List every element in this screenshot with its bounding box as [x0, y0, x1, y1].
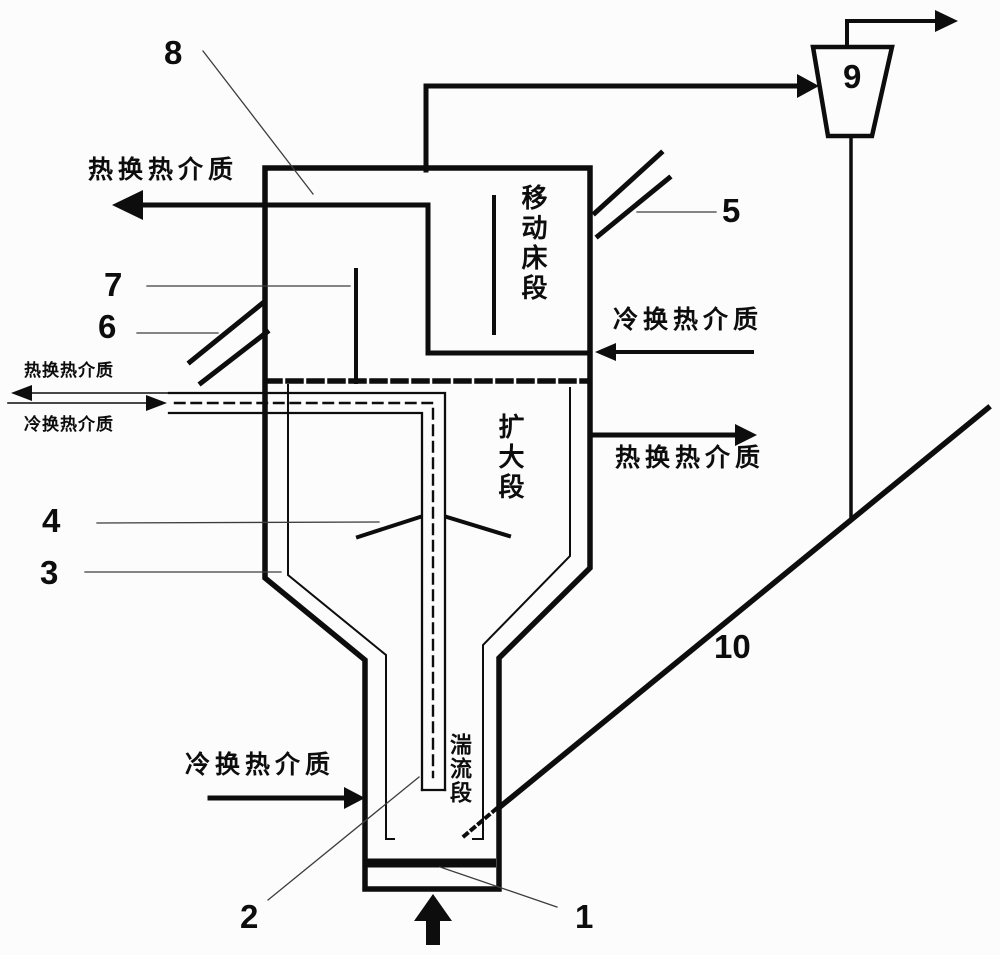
inner-jacket-wall-left — [287, 384, 395, 840]
vessel-shell-outline — [262, 165, 593, 892]
label-9: 9 — [843, 58, 862, 95]
inclined-tube-6-a — [186, 298, 268, 366]
label-7: 7 — [104, 266, 123, 303]
cyclone-gas-outlet-pipe — [845, 19, 938, 49]
riser-pipe — [423, 83, 801, 173]
center-feed-tube-bottom-wall — [167, 411, 424, 792]
flow-label-cold-in-right: 冷换热介质 — [613, 306, 764, 334]
inner-jacket-wall-right — [472, 387, 571, 840]
bottom-feed-arrow — [414, 894, 452, 945]
cyclone-inlet-arrowhead — [797, 74, 819, 98]
inclined-tube-6-b — [197, 328, 271, 387]
label-4: 4 — [42, 502, 61, 539]
moving-bed-outlet-pipe — [138, 202, 589, 356]
leader-line-1 — [439, 866, 558, 908]
hot-out-top-left-arrowhead — [112, 190, 143, 220]
flow-label-hot-out-top-left: 热换热介质 — [88, 156, 239, 184]
label-10: 10 — [714, 628, 751, 665]
cyclone-outlet-arrowhead — [935, 10, 958, 32]
label-2: 2 — [240, 898, 259, 935]
label-3: 3 — [40, 554, 59, 591]
section-label-expansion: 扩大段 — [495, 413, 525, 503]
jacket-cold-in-arrowhead — [146, 395, 167, 411]
label-6: 6 — [98, 308, 117, 345]
flow-label-hot-out-right: 热换热介质 — [615, 444, 766, 472]
inclined-tube-5-b — [594, 174, 673, 240]
section-label-moving-bed: 移动床段 — [518, 184, 548, 304]
flow-label-cold-in-bottom-left: 冷换热介质 — [185, 751, 336, 779]
flow-label-jacket-cold-in: 冷换热介质 — [24, 415, 114, 434]
section-label-turbulent: 湍流段 — [447, 733, 472, 805]
inclined-tube-5-a — [591, 149, 665, 217]
deflector-vane-left — [355, 514, 423, 540]
right-hot-out-arrowhead — [735, 424, 757, 446]
leader-line-2 — [267, 776, 420, 901]
leader-line-4 — [96, 521, 380, 524]
return-line-dotted-continuation — [460, 806, 499, 840]
label-5: 5 — [722, 192, 741, 229]
jacket-hot-out-arrowhead — [11, 385, 32, 401]
label-8: 8 — [164, 34, 183, 71]
cyclone-body — [810, 44, 895, 139]
center-feed-tube-centerline — [173, 401, 435, 779]
deflector-vane-right — [444, 514, 512, 539]
right-cold-in-arrowhead — [595, 343, 616, 361]
return-line-10 — [497, 404, 992, 810]
flow-label-jacket-hot-out: 热换热介质 — [24, 361, 114, 380]
label-1: 1 — [575, 898, 594, 935]
center-feed-tube-top-wall — [167, 391, 447, 792]
leader-line-8 — [202, 50, 314, 195]
bottom-left-cold-in-arrowhead — [344, 787, 365, 809]
